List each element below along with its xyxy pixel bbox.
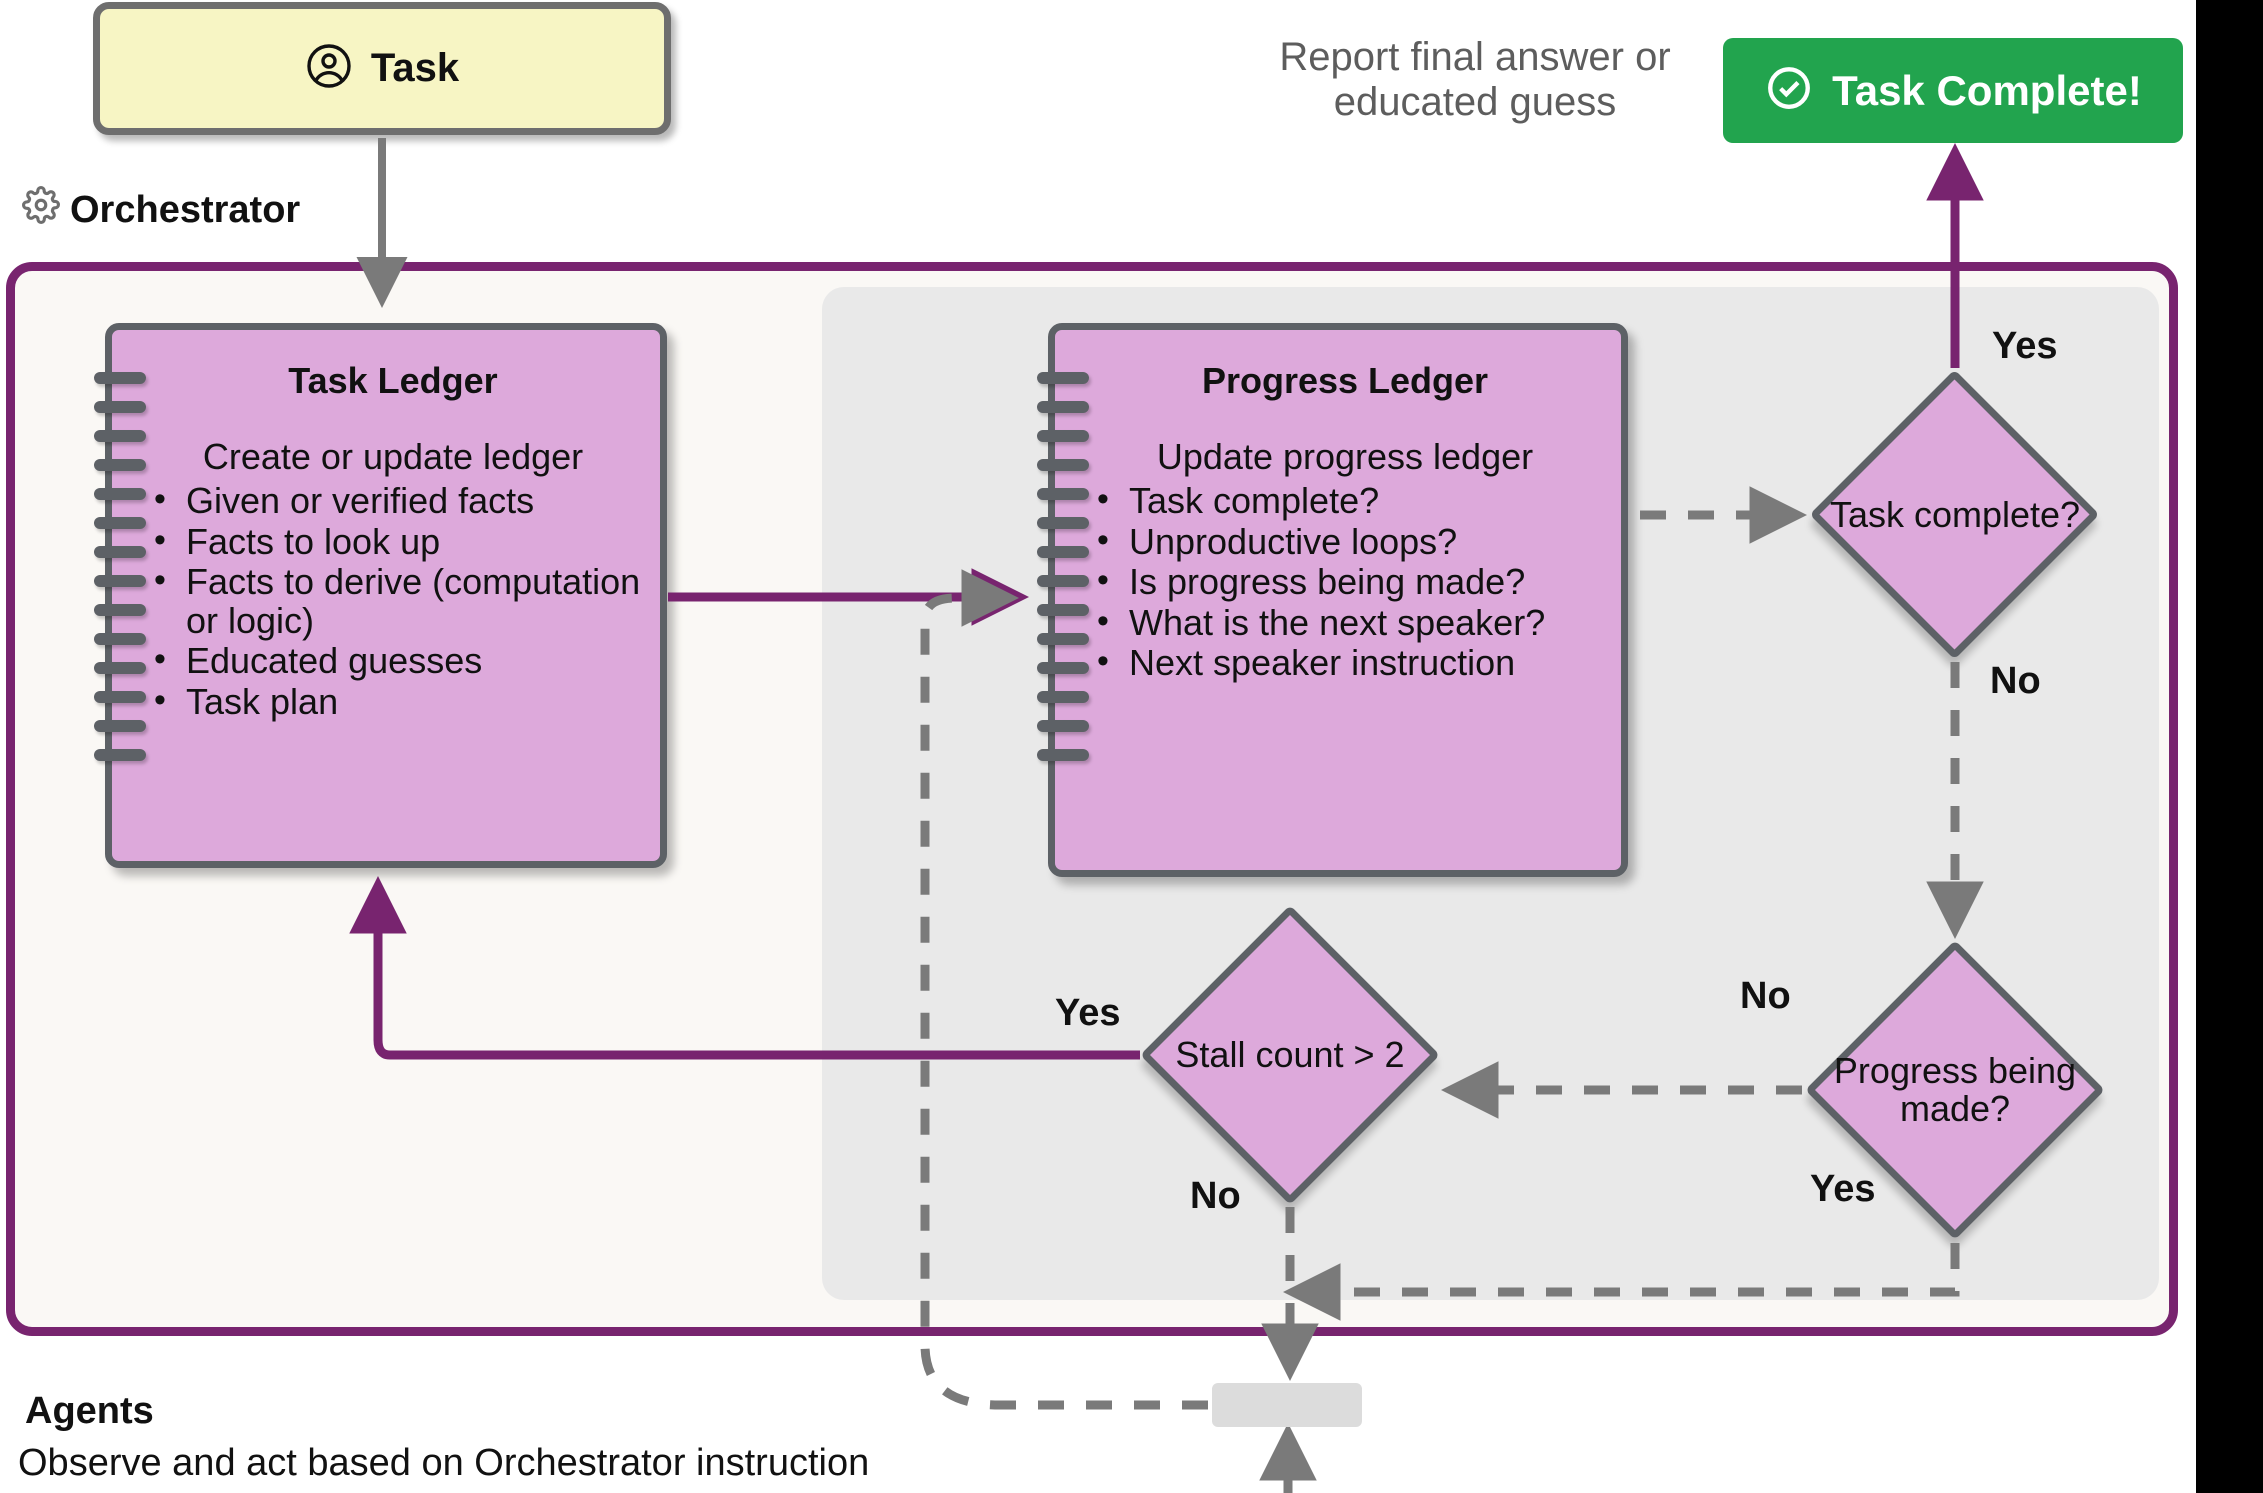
list-item: Facts to derive (computation or logic) xyxy=(154,562,644,640)
diamond-shape xyxy=(1809,369,2100,660)
list-item: Next speaker instruction xyxy=(1097,643,1605,683)
task-ledger-list: Given or verified facts Facts to look up… xyxy=(142,481,644,722)
spiral-binding-task-ledger xyxy=(94,372,146,778)
task-ledger-card: Task Ledger Create or update ledger Give… xyxy=(94,323,667,868)
decision-task-complete: Task complete? xyxy=(1809,369,2100,660)
list-item: Facts to look up xyxy=(154,522,644,562)
progress-ledger-card: Progress Ledger Update progress ledger T… xyxy=(1037,323,1628,877)
progress-ledger-list: Task complete? Unproductive loops? Is pr… xyxy=(1085,481,1605,683)
task-node: Task xyxy=(93,2,671,135)
task-ledger-title: Task Ledger xyxy=(288,360,498,401)
orchestrator-label-text: Orchestrator xyxy=(70,188,301,231)
spiral-binding-progress-ledger xyxy=(1037,372,1089,778)
list-item: What is the next speaker? xyxy=(1097,603,1605,643)
gear-icon xyxy=(22,186,60,234)
agents-title: Agents xyxy=(25,1390,154,1432)
edge-label-task-complete-no: No xyxy=(1990,660,2041,702)
check-circle-icon xyxy=(1764,63,1814,118)
task-ledger-subtitle: Create or update ledger xyxy=(202,436,584,477)
user-circle-icon xyxy=(305,42,353,95)
edge-label-progress-made-yes: Yes xyxy=(1810,1168,1876,1210)
edge-label-stall-no: No xyxy=(1190,1175,1241,1217)
orchestrator-label: Orchestrator xyxy=(22,186,300,234)
list-item: Task plan xyxy=(154,682,644,722)
decision-stall-count: Stall count > 2 xyxy=(1140,905,1440,1205)
task-complete-badge[interactable]: Task Complete! xyxy=(1723,38,2183,143)
report-final-answer-note: Report final answer or educated guess xyxy=(1279,35,1671,124)
task-complete-label: Task Complete! xyxy=(1832,66,2142,114)
diamond-shape xyxy=(1140,905,1440,1205)
agents-description: Observe and act based on Orchestrator in… xyxy=(18,1442,870,1484)
list-item: Unproductive loops? xyxy=(1097,522,1605,562)
edge-label-task-complete-yes: Yes xyxy=(1992,325,2058,367)
list-item: Is progress being made? xyxy=(1097,562,1605,602)
list-item: Task complete? xyxy=(1097,481,1605,521)
edge-label-stall-yes: Yes xyxy=(1055,992,1121,1034)
agent-placeholder-box xyxy=(1212,1383,1362,1427)
list-item: Educated guesses xyxy=(154,641,644,681)
progress-ledger-title: Progress Ledger xyxy=(1201,360,1489,401)
task-node-label: Task xyxy=(370,46,460,90)
right-black-band xyxy=(2196,0,2263,1493)
list-item: Given or verified facts xyxy=(154,481,644,521)
edge-label-progress-made-no: No xyxy=(1740,975,1791,1017)
progress-ledger-subtitle: Update progress ledger xyxy=(1156,436,1534,477)
